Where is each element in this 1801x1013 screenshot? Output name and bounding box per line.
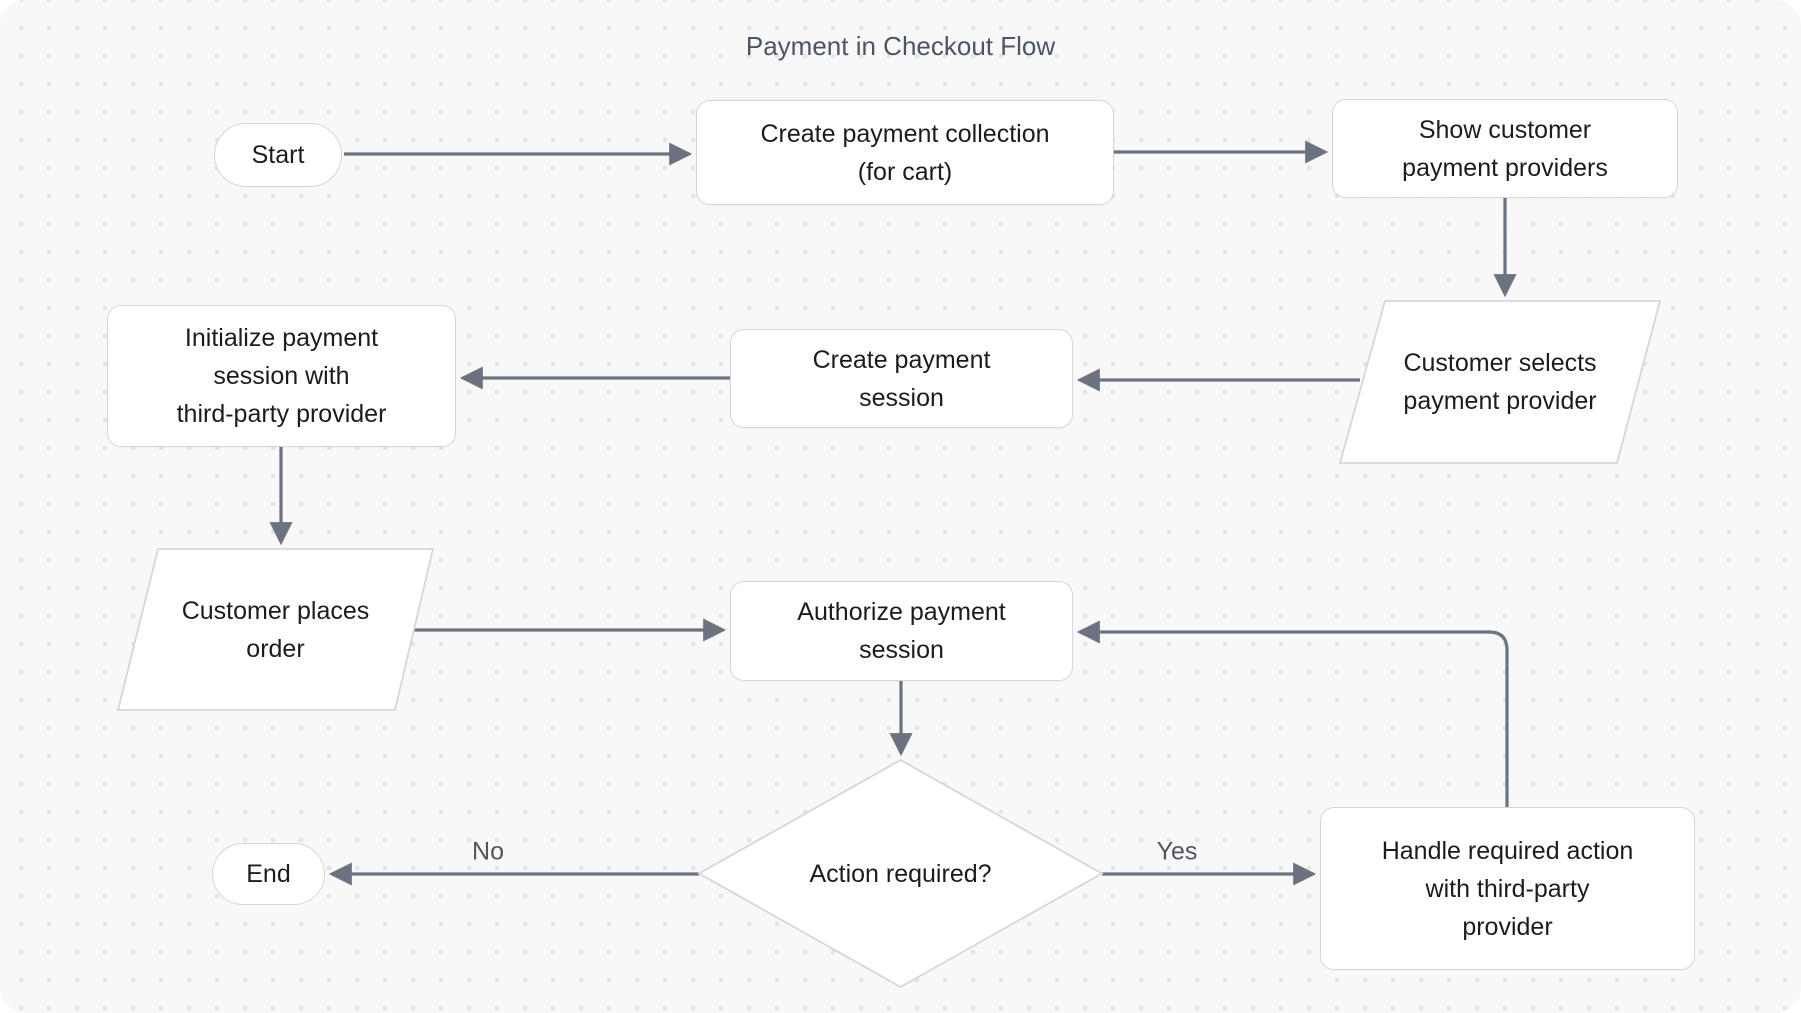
node-end: End [212,843,325,905]
node-create-payment-collection: Create payment collection (for cart) [696,100,1114,205]
node-create-payment-collection-label: Create payment collection (for cart) [760,119,1050,186]
node-authorize-payment-session-label: Authorize payment session [797,598,1006,664]
node-start: Start [214,123,342,187]
parallelogram-shape [116,548,435,711]
node-end-label: End [246,860,291,888]
node-authorize-payment-session: Authorize payment session [730,581,1073,681]
diamond-shape [697,758,1104,989]
edge-label-yes: Yes [1156,837,1198,866]
node-initialize-payment-session: Initialize payment session with third-pa… [107,305,456,447]
node-initialize-payment-session-label: Initialize payment session with third-pa… [176,324,387,428]
node-start-label: Start [251,141,305,169]
node-customer-places-order-label: Customer places order [181,596,370,663]
node-create-payment-session-label: Create payment session [812,345,991,412]
node-customer-selects-payment-provider-label: Customer selects payment provider [1403,349,1597,415]
node-create-payment-session: Create payment session [730,329,1073,428]
node-action-required-label: Action required? [809,859,992,888]
node-handle-required-action-label: Handle required action with third-party … [1381,836,1634,941]
node-show-customer-payment-providers-label: Show customer payment providers [1402,115,1608,182]
edge-handle-action-to-authorize-session [1076,620,1509,807]
diagram-title: Payment in Checkout Flow [745,31,1056,61]
node-show-customer-payment-providers: Show customer payment providers [1332,99,1678,198]
edge-label-no: No [472,837,504,866]
parallelogram-shape [1338,300,1662,464]
node-action-required: Action required? [697,758,1104,989]
node-handle-required-action: Handle required action with third-party … [1320,807,1695,970]
node-customer-selects-payment-provider: Customer selects payment provider [1338,300,1662,464]
node-customer-places-order: Customer places order [116,548,435,711]
